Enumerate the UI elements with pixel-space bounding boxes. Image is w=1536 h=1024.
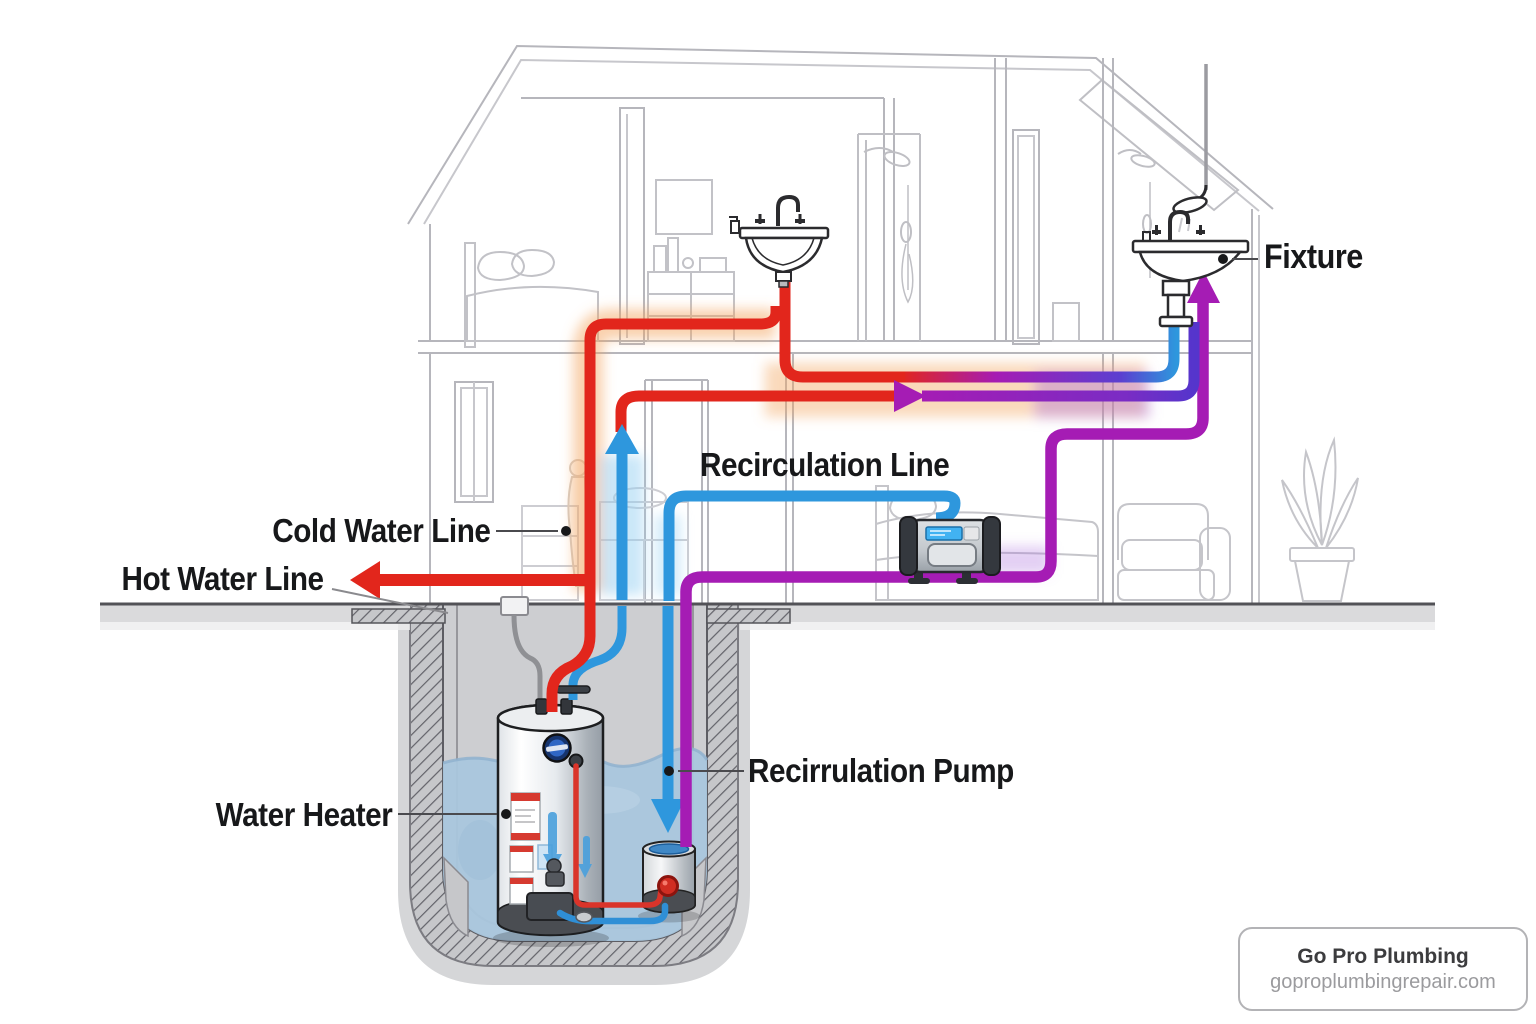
water-heater-label: Water Heater [215, 796, 392, 833]
sink-drain [775, 271, 792, 282]
pump-panel [927, 543, 977, 567]
ground-hatch-right [706, 608, 791, 624]
fixture-arrow-icon [1187, 271, 1220, 303]
fixture-pointer-dot [1218, 254, 1228, 264]
sink-bowl [744, 236, 824, 274]
pump-display [925, 526, 963, 541]
label-pointers [331, 254, 1258, 819]
skylight [1078, 78, 1240, 212]
pump-end-cap [899, 516, 918, 576]
pit-corner-facet [443, 856, 469, 938]
heater-pointer-dot [501, 809, 511, 819]
heater-drain-pipe [573, 763, 664, 908]
company-website: goproplumbingrepair.com [1270, 970, 1496, 993]
conduit-pipe [511, 614, 543, 700]
sink-rim [1131, 239, 1250, 254]
faucet-icon [1168, 209, 1190, 241]
bed-upstairs [464, 242, 599, 348]
walls [429, 58, 1260, 604]
shutoff-valve [555, 685, 591, 694]
tank-water-top [648, 843, 690, 855]
brand-badge: Go Pro Plumbing goproplumbingrepair.com [1238, 927, 1528, 1011]
sink-upstairs-left [729, 194, 830, 288]
gas-valve-knob [546, 858, 562, 874]
hot-outlet-nipple [535, 698, 548, 715]
gradient-pipe-to-fixture [905, 324, 1180, 383]
flow-arrow-icon [894, 380, 926, 412]
recirculation-pipe-purple [680, 300, 1209, 847]
soap-dispenser [729, 216, 740, 234]
tank-red-port [657, 875, 679, 897]
pipe-fitting [575, 911, 593, 923]
sink-pedestal [1161, 279, 1191, 297]
floor-hot-pipe [615, 390, 894, 432]
sink-upstairs-right [1131, 64, 1250, 328]
recirculation-pump-unit [899, 516, 1001, 584]
handheld-shower-icon [900, 221, 912, 243]
heater-tank-blue-pipe [556, 902, 669, 925]
recirculation-line-pipe [663, 490, 961, 601]
shower-hose [901, 243, 914, 304]
floor-band [418, 340, 1252, 354]
vanity-cabinet [647, 179, 735, 342]
hot-water-riser-pipe [546, 306, 782, 712]
down-arrow-icon [651, 799, 685, 833]
faucet-icon [776, 194, 800, 226]
gradient-pipe-floorline [922, 322, 1200, 402]
cold-water-pipe-basement [568, 606, 627, 700]
pump-button [963, 526, 980, 541]
shower-arm [863, 147, 894, 153]
company-name: Go Pro Plumbing [1297, 944, 1469, 968]
hot-pointer-line [331, 588, 449, 614]
ground [100, 596, 1435, 700]
door-upstairs-left [619, 107, 645, 345]
recirculation-line-label: Recirculation Line [700, 446, 950, 483]
pump-pointer-dot [664, 766, 674, 776]
house-outline [407, 44, 1359, 604]
mirror [655, 179, 713, 235]
nightstand [1052, 302, 1080, 342]
sink-rim [738, 226, 830, 240]
water-heater-unit [493, 698, 609, 947]
hot-water-arrow-icon [350, 561, 380, 599]
cold-water-line-label: Cold Water Line [271, 512, 491, 549]
door-upstairs-right [1012, 129, 1040, 345]
window [454, 381, 494, 503]
ground-hatch-left [351, 608, 446, 624]
shower-head-icon [1172, 196, 1208, 214]
recirculation-pump-label: Recirrulation Pump [748, 752, 1014, 789]
armchair [1117, 503, 1231, 601]
up-arrow-icon [605, 424, 639, 454]
plant-pot [1293, 560, 1351, 602]
heater-labels [509, 792, 553, 905]
cold-inlet-nipple [560, 698, 573, 715]
pump-end-cap [982, 516, 1001, 576]
cold-pointer-dot [561, 526, 571, 536]
potted-plant [1281, 436, 1359, 602]
sink-hot-drop-pipe [779, 270, 920, 383]
shower-head-icon [883, 151, 911, 167]
fixture-label: Fixture [1264, 238, 1363, 276]
conduit-box [500, 596, 529, 616]
shower-head-icon [1130, 154, 1156, 168]
roof [407, 44, 1274, 225]
hot-water-line-label: Hot Water Line [121, 560, 325, 597]
pipes [350, 270, 1220, 847]
shower-enclosure [857, 133, 921, 341]
